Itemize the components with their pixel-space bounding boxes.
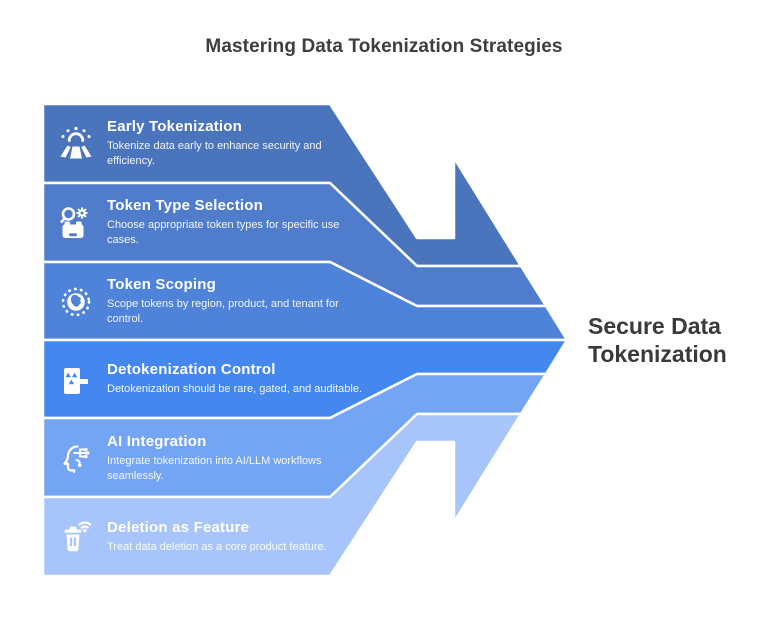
step-item-token-type-selection: Token Type Selection Choose appropriate … [56, 183, 371, 262]
step-item-deletion-as-feature: Deletion as Feature Treat data deletion … [56, 498, 371, 577]
sunrise-road-icon [60, 126, 92, 158]
step-description: Tokenize data early to enhance security … [107, 139, 322, 168]
step-title: Deletion as Feature [107, 519, 250, 537]
step-item-early-tokenization: Early Tokenization Tokenize data early t… [56, 104, 371, 183]
step-description: Scope tokens by region, product, and ten… [107, 297, 339, 326]
step-item-detokenization-control: Detokenization Control Detokenization sh… [56, 340, 371, 419]
detokenization-block-icon [64, 367, 88, 394]
step-title: AI Integration [107, 432, 207, 450]
result-label: Secure Data Tokenization [588, 313, 727, 367]
step-description: Treat data deletion as a core product fe… [107, 541, 327, 554]
step-item-token-scoping: Token Scoping Scope tokens by region, pr… [56, 262, 371, 341]
globe-scope-icon [61, 287, 91, 316]
step-title: Token Scoping [107, 275, 216, 293]
step-description: Integrate tokenization into AI/LLM workf… [107, 454, 322, 483]
step-description: Choose appropriate token types for speci… [107, 218, 340, 247]
band-shape-6 [41, 412, 523, 578]
page-title: Mastering Data Tokenization Strategies [205, 36, 563, 57]
search-gear-token-icon [60, 206, 88, 238]
step-title: Token Type Selection [107, 196, 263, 214]
step-title: Early Tokenization [107, 117, 243, 135]
step-description: Detokenization should be rare, gated, an… [107, 383, 363, 396]
trash-wifi-icon [64, 521, 92, 551]
step-item-ai-integration: AI Integration Integrate tokenization in… [56, 419, 371, 498]
step-title: Detokenization Control [107, 361, 276, 379]
ai-head-circuit-icon [63, 444, 90, 473]
